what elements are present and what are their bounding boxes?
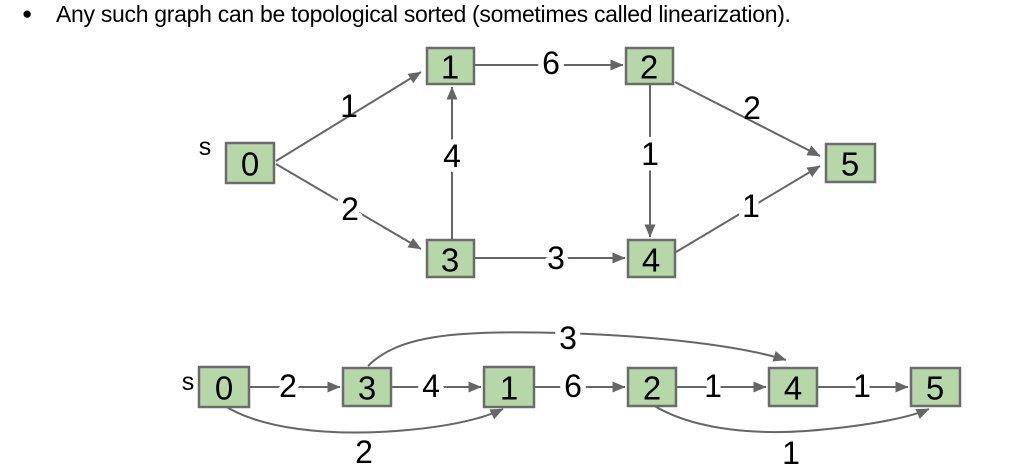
edge-weight-label: 1	[782, 435, 800, 471]
bullet-marker: ●	[22, 4, 33, 23]
svg-text:4: 4	[784, 370, 802, 407]
graph-node-5: 5	[909, 366, 962, 408]
svg-text:5: 5	[841, 146, 859, 183]
edge-weight-label: 3	[547, 240, 565, 276]
source-label: s	[199, 133, 212, 161]
edge-weight-label: 2	[279, 368, 297, 404]
edge-weight-label: 1	[742, 188, 760, 224]
svg-text:3: 3	[358, 370, 376, 407]
svg-text:2: 2	[643, 370, 661, 407]
svg-text:3: 3	[441, 242, 459, 279]
edge-weight-label: 4	[422, 368, 440, 404]
edge-weight-label: 4	[443, 138, 461, 174]
svg-text:4: 4	[642, 242, 660, 279]
edge-weight-label: 1	[704, 368, 722, 404]
edge-4-5	[675, 165, 821, 253]
graph-node-3: 3	[341, 366, 393, 408]
svg-text:0: 0	[215, 370, 233, 407]
graph-node-2: 2	[624, 46, 675, 86]
svg-text:2: 2	[640, 49, 658, 86]
graph-node-3: 3	[425, 238, 476, 279]
edge-0-1-curve	[224, 405, 504, 434]
edge-weight-label: 1	[340, 88, 358, 124]
edge-weight-label: 2	[355, 434, 373, 470]
edge-0-3	[275, 163, 422, 250]
source-label: s	[182, 368, 195, 396]
edge-weight-label: 2	[743, 90, 761, 126]
graph-node-4: 4	[767, 366, 819, 408]
dag-graph: 1 2 4 6 1 3 2 1 0 1 2 3	[199, 40, 877, 282]
svg-text:1: 1	[441, 49, 459, 86]
graph-node-1: 1	[425, 46, 476, 86]
edge-0-1	[275, 71, 422, 162]
edge-weight-label: 6	[542, 45, 560, 81]
svg-text:1: 1	[500, 370, 518, 407]
edge-weight-label: 2	[341, 191, 359, 227]
bullet-text: Any such graph can be topological sorted…	[56, 1, 791, 27]
graph-node-2: 2	[626, 366, 678, 408]
graph-node-4: 4	[626, 238, 677, 279]
graph-node-5: 5	[824, 142, 877, 184]
edge-weight-label: 1	[853, 368, 871, 404]
edge-3-4-curve	[367, 331, 787, 367]
edge-weight-label: 1	[641, 136, 659, 172]
edge-2-5	[674, 81, 821, 157]
graph-node-0: 0	[224, 141, 276, 185]
svg-text:0: 0	[241, 146, 259, 183]
edge-weight-label: 6	[564, 368, 582, 404]
graph-node-0: 0	[197, 365, 251, 409]
svg-text:5: 5	[926, 370, 944, 407]
linearized-graph: 2 4 6 1 1 3 2 1 0 3 1 2	[182, 315, 962, 471]
edge-weight-label: 3	[559, 320, 577, 356]
edge-2-5-curve	[652, 404, 930, 434]
graph-node-1: 1	[482, 365, 536, 409]
